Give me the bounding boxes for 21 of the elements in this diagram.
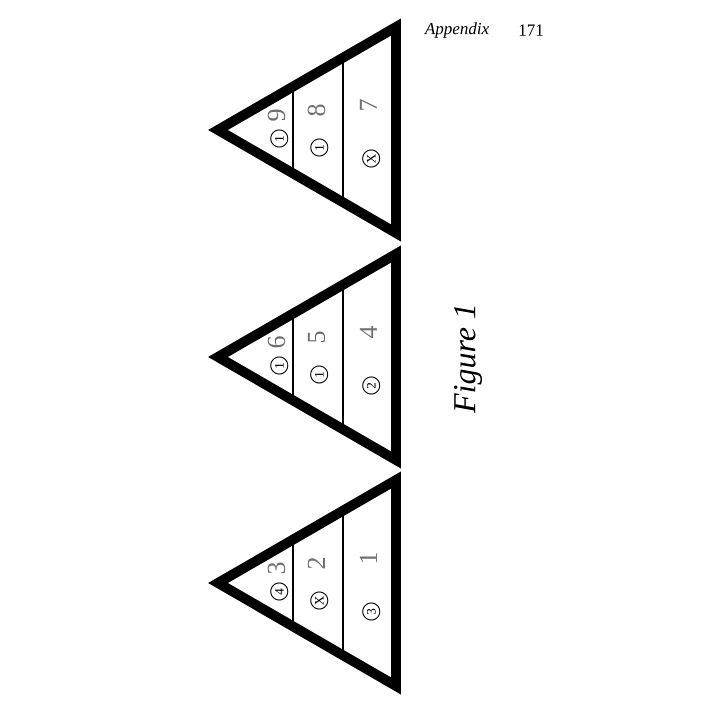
figure-caption: Figure 1 bbox=[454, 306, 482, 414]
triangle-section: 1 5 bbox=[308, 332, 328, 384]
triangle-section: 4 3 bbox=[268, 562, 288, 600]
running-header: Appendix bbox=[424, 22, 489, 38]
triangle-section: X 2 bbox=[308, 558, 328, 610]
node-label: 8 bbox=[308, 104, 326, 116]
node-label: 6 bbox=[268, 336, 286, 348]
node-label: 1 bbox=[360, 553, 377, 562]
node-label: 4 bbox=[360, 326, 377, 338]
node-label: 3 bbox=[268, 562, 286, 574]
node-label: 5 bbox=[308, 332, 326, 342]
page-number: 171 bbox=[520, 24, 543, 36]
node-label: 7 bbox=[360, 99, 377, 110]
node-label: 2 bbox=[308, 558, 325, 568]
triangle-section: X 7 bbox=[360, 99, 380, 168]
triangle-section: 2 4 bbox=[360, 326, 380, 394]
node-label: 9 bbox=[268, 110, 286, 121]
triangle-section: 1 6 bbox=[268, 336, 288, 374]
triangle-section: 3 1 bbox=[360, 553, 380, 620]
triangle-section: 1 9 bbox=[268, 110, 288, 148]
triangle-section: 1 8 bbox=[308, 104, 328, 156]
